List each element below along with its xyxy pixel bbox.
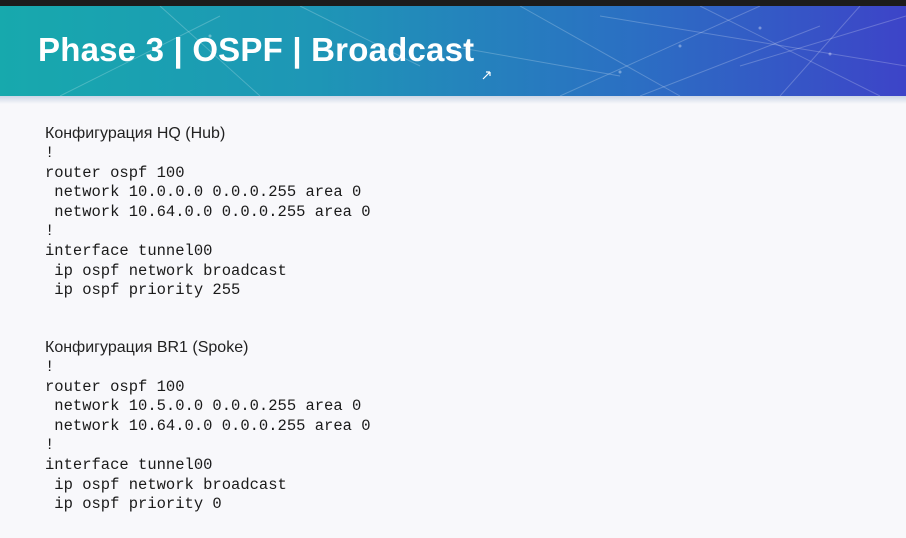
br1-config-heading: Конфигурация BR1 (Spoke) <box>45 339 249 356</box>
code-line: ! <box>45 144 55 162</box>
code-line: network 10.5.0.0 0.0.0.255 area 0 <box>45 397 362 416</box>
code-line: ! <box>45 222 55 241</box>
code-line: network 10.64.0.0 0.0.0.255 area 0 <box>45 416 371 435</box>
code-line: network 10.64.0.0 0.0.0.255 area 0 <box>45 202 371 221</box>
code-line: interface tunnel00 <box>45 241 213 260</box>
code-line: router ospf 100 <box>45 377 185 396</box>
code-line: ip ospf network broadcast <box>45 261 287 280</box>
hq-config-code: ! router ospf 100 network 10.0.0.0 0.0.0… <box>45 144 371 301</box>
br1-config-code: ! router ospf 100 network 10.5.0.0 0.0.0… <box>45 358 371 515</box>
br1-config-section: Конфигурация BR1 (Spoke) ! router ospf 1… <box>45 338 371 515</box>
title-banner: Phase 3 | OSPF | Broadcast <box>0 6 906 96</box>
code-line: ! <box>45 358 55 376</box>
code-line: ip ospf priority 0 <box>45 495 222 514</box>
code-line: ip ospf network broadcast <box>45 475 287 494</box>
code-line: interface tunnel00 <box>45 455 213 474</box>
code-line: ! <box>45 436 55 455</box>
network-lines-decoration <box>59 6 906 96</box>
code-line: router ospf 100 <box>45 163 185 182</box>
slide-title: Phase 3 | OSPF | Broadcast <box>38 31 475 68</box>
code-line: ip ospf priority 255 <box>45 281 241 300</box>
code-line: network 10.0.0.0 0.0.0.255 area 0 <box>45 183 362 202</box>
hq-config-heading: Конфигурация HQ (Hub) <box>45 125 226 142</box>
mouse-pointer-icon <box>482 71 491 80</box>
window-top-strip <box>0 0 906 6</box>
hq-config-section: Конфигурация HQ (Hub) ! router ospf 100 … <box>45 124 371 301</box>
banner-shadow <box>0 96 906 104</box>
